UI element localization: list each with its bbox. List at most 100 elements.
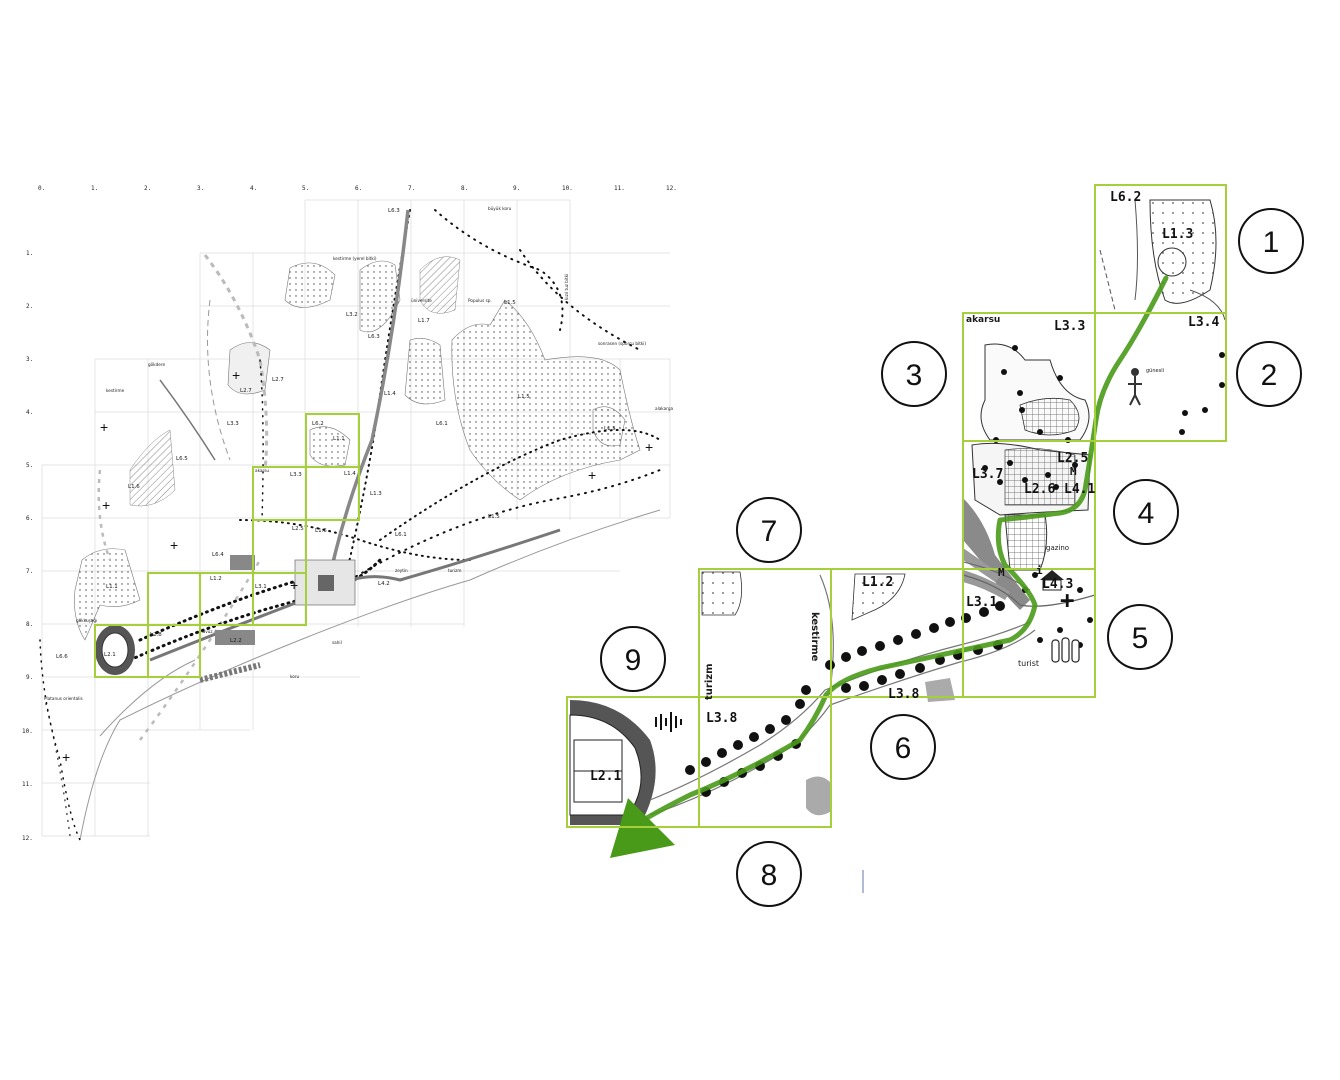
row-tick: 5. <box>26 462 33 469</box>
building <box>215 630 255 645</box>
place-label: büyük koru <box>488 206 512 211</box>
zone-label: L4.2 <box>378 581 390 587</box>
zone-label: L3.8 <box>888 687 919 702</box>
zone-label: L2.1 <box>104 652 116 658</box>
cross-icon: + <box>645 439 653 455</box>
zone-label: L6.1 <box>436 421 448 427</box>
zone-label: L2.7 <box>272 377 284 383</box>
col-tick: 7. <box>408 185 415 192</box>
building <box>230 555 255 570</box>
row-tick: 12. <box>22 835 33 842</box>
zone-label: L6.3 <box>368 334 380 340</box>
hatched-zone <box>129 429 176 507</box>
market-block <box>1004 514 1048 571</box>
cross-icon: + <box>100 419 108 435</box>
zone-label: L1.3 <box>1162 227 1193 242</box>
landform <box>74 548 141 641</box>
hatched-zone <box>419 256 461 314</box>
place-label: akarsu <box>255 468 269 473</box>
place-label: üniversite <box>411 298 432 303</box>
people-icon <box>1051 637 1080 663</box>
col-tick: 0. <box>38 185 45 192</box>
highlight-tiles <box>94 413 360 678</box>
step-3: 3 <box>881 341 947 407</box>
row-tick: 8. <box>26 621 33 628</box>
place-label: kestirme (yerel bitki) <box>333 256 377 261</box>
zone-label: L1.5 <box>604 426 616 432</box>
place-label: turist <box>1018 659 1039 668</box>
col-tick: 8. <box>461 185 468 192</box>
cross-icon: + <box>588 467 596 483</box>
col-tick: 5. <box>302 185 309 192</box>
cross-icon: + <box>290 577 298 593</box>
row-tick: 3. <box>26 356 33 363</box>
step-2: 2 <box>1236 341 1302 407</box>
dotted-path <box>519 249 641 351</box>
road <box>649 621 1031 801</box>
pavilion-icon <box>1040 570 1064 591</box>
zone-label: L3.8 <box>706 711 737 726</box>
place-label: havuz <box>200 629 213 634</box>
zone-label: L1.1 <box>333 436 345 442</box>
zone-label: L6.4 <box>212 552 224 558</box>
place-label: turizm <box>704 664 715 701</box>
cross-icons: + + + + + + + + <box>62 367 653 765</box>
col-tick: 10. <box>562 185 573 192</box>
zone-label: L1.5 <box>488 514 500 520</box>
dotted-path <box>349 469 661 581</box>
cross-icon: + <box>1060 586 1074 614</box>
landform <box>404 338 446 405</box>
zone-label: L3.3 <box>1054 319 1085 334</box>
coast-path <box>44 699 71 837</box>
road <box>323 209 410 601</box>
trail <box>97 469 112 561</box>
zone-label: L6.5 <box>176 456 188 462</box>
dotted-path <box>39 639 81 841</box>
col-tick: 3. <box>197 185 204 192</box>
zone-label: L1.7 <box>418 318 430 324</box>
row-tick: 7. <box>26 568 33 575</box>
zone-label: L3.3 <box>290 472 302 478</box>
zone-label: L1.6 <box>128 484 140 490</box>
info-icon: i <box>1036 564 1043 577</box>
highlight-tile <box>147 572 201 626</box>
route-tiles <box>566 184 1227 828</box>
step-7: 7 <box>736 497 802 563</box>
place-label: kestirme <box>809 612 820 662</box>
zone-label: L6.3 <box>388 208 400 214</box>
place-label: sonrasen (sporcu bitki) <box>598 341 646 346</box>
rock <box>925 678 955 702</box>
place-label: günesli <box>1146 368 1164 374</box>
zone-label: L2.5 <box>292 526 304 532</box>
step-number: 2 <box>1261 359 1278 392</box>
step-number: 9 <box>625 644 642 677</box>
buildings-strip <box>963 548 1002 582</box>
zone-label: L6.1 <box>395 532 407 538</box>
zone-label: L4.1 <box>1064 482 1095 497</box>
metro-icon: M <box>998 566 1005 579</box>
zone-label: L2.5 <box>1057 451 1088 466</box>
rock <box>806 776 830 816</box>
step-number: 1 <box>1263 226 1280 259</box>
step-5: 5 <box>1107 604 1173 670</box>
place-label: Populus sp. <box>468 298 492 303</box>
row-tick: 6. <box>26 515 33 522</box>
zone-label: L3.7 <box>972 467 1003 482</box>
col-tick: 1. <box>91 185 98 192</box>
column-ticks: 0. 1. 2. 3. 4. 5. 6. 7. 8. 9. 10. 11. 12… <box>38 185 677 192</box>
place-label: akarsu <box>966 315 1000 325</box>
road <box>962 574 1096 607</box>
row-tick: 11. <box>22 781 33 788</box>
zone-label: L6.2 <box>312 421 324 427</box>
zone-label: L1.1 <box>106 584 118 590</box>
zone-label: L3.3 <box>227 421 239 427</box>
step-number: 7 <box>761 515 778 548</box>
person-icon <box>1128 368 1142 406</box>
landform <box>309 426 351 467</box>
place-label: Platanus orientalis <box>44 696 83 701</box>
tree-row <box>685 601 1005 797</box>
landform <box>284 262 336 308</box>
landform <box>451 299 641 501</box>
step-markers: 1 2 3 4 5 6 7 8 <box>600 208 1304 907</box>
